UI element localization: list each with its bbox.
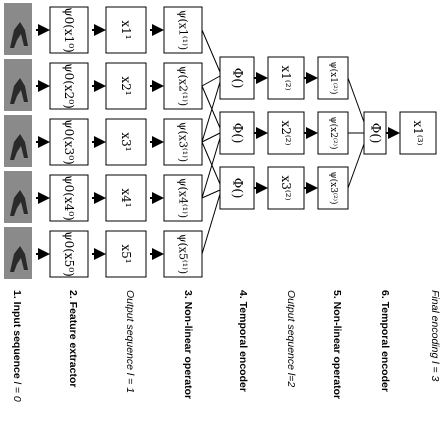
phi2-node-2 — [219, 111, 255, 155]
x3-text: x1⁽³⁾ — [411, 120, 425, 145]
x3-node — [399, 111, 437, 155]
phi3-node — [363, 111, 387, 155]
psi1-node-1 — [163, 6, 203, 54]
label-input-sequence: 1. Input sequence l = 0 — [11, 290, 23, 402]
psi1-text-2: ψ(x2⁽¹⁾) — [177, 66, 190, 106]
x1-node-5 — [105, 230, 147, 278]
x1-boxes — [105, 6, 147, 278]
psi2-node-3 — [317, 166, 349, 210]
psi1-node-4 — [163, 174, 203, 222]
psi0-text-2: ψ0(x2⁰) — [62, 63, 76, 109]
psi0-boxes — [49, 6, 89, 278]
x1-text-2: x2¹ — [119, 76, 133, 95]
label-temporal-1: 4. Temporal encoder — [237, 290, 249, 392]
psi2-node-2 — [317, 111, 349, 155]
psi1-text-4: ψ(x4⁽¹⁾) — [177, 178, 190, 218]
phi2-text-2: Φ() — [230, 123, 245, 144]
label-nonlinear-2: 5. Non-linear operator — [331, 290, 343, 399]
phi2-text-3: Φ() — [230, 178, 245, 199]
psi0-text-1: ψ0(x1⁰) — [62, 7, 76, 53]
edges-level3 — [347, 77, 365, 189]
figure-silhouette-4 — [10, 190, 28, 216]
x1-node-4 — [105, 174, 147, 222]
psi2-text-3: ψ(x3⁽²⁾) — [328, 172, 339, 205]
psi2-node-1 — [317, 56, 349, 100]
figure-silhouette-3 — [10, 134, 28, 160]
psi0-node-4 — [49, 174, 89, 222]
x1-text-5: x5¹ — [119, 244, 133, 263]
x2-node-2 — [267, 111, 305, 155]
psi0-text-5: ψ0(x5⁰) — [62, 231, 76, 277]
label-output-l1: Output sequence l = 1 — [124, 290, 136, 393]
x1-node-3 — [105, 118, 147, 166]
psi1-node-5 — [163, 230, 203, 278]
column-labels: 1. Input sequence l = 0 2. Feature extra… — [11, 290, 441, 402]
psi0-text-4: ψ0(x4⁰) — [62, 175, 76, 221]
figure-silhouette-5 — [10, 246, 28, 272]
node-texts: ψ0(x1⁰) ψ0(x2⁰) ψ0(x3⁰) ψ0(x4⁰) ψ0(x5⁰) … — [62, 7, 425, 277]
psi1-node-3 — [163, 118, 203, 166]
x1-node-2 — [105, 62, 147, 110]
psi1-text-3: ψ(x3⁽¹⁾) — [177, 122, 190, 162]
figure-silhouette-2 — [10, 78, 28, 104]
psi0-node-3 — [49, 118, 89, 166]
figure-silhouette-1 — [10, 22, 28, 48]
psi1-boxes — [163, 6, 203, 278]
phi2-boxes — [219, 56, 255, 210]
x2-node-3 — [267, 166, 305, 210]
psi2-boxes — [317, 56, 349, 210]
psi1-text-1: ψ(x1⁽¹⁾) — [177, 10, 190, 50]
phi3-text: Φ() — [368, 123, 383, 144]
psi0-node-5 — [49, 230, 89, 278]
label-temporal-2: 6. Temporal encoder — [379, 290, 391, 392]
edges-level2 — [201, 29, 221, 255]
x2-node-1 — [267, 56, 305, 100]
phi2-text-1: Φ() — [230, 68, 245, 89]
psi0-node-2 — [49, 62, 89, 110]
x1-text-4: x4¹ — [119, 188, 133, 207]
psi0-text-3: ψ0(x3⁰) — [62, 119, 76, 165]
x1-node-1 — [105, 6, 147, 54]
label-output-l2: Output sequence l=2 — [285, 290, 297, 387]
x2-text-3: x3⁽²⁾ — [279, 175, 293, 200]
psi2-text-1: ψ(x1⁽²⁾) — [328, 62, 339, 95]
x2-boxes — [267, 56, 305, 210]
x2-text-2: x2⁽²⁾ — [279, 120, 293, 145]
phi2-node-3 — [219, 166, 255, 210]
label-final-encoding: Final encoding l = 3 — [429, 290, 441, 382]
frames-group — [4, 3, 32, 279]
psi1-text-5: ψ(x5⁽¹⁾) — [177, 234, 190, 274]
x1-text-3: x3¹ — [119, 132, 133, 151]
label-nonlinear-1: 3. Non-linear operator — [182, 290, 194, 399]
psi0-node-1 — [49, 6, 89, 54]
phi2-node-1 — [219, 56, 255, 100]
x2-text-1: x1⁽²⁾ — [279, 65, 293, 90]
label-feature-extractor: 2. Feature extractor — [67, 290, 79, 387]
x1-text-1: x1¹ — [119, 20, 133, 39]
psi2-text-2: ψ(x2⁽²⁾) — [328, 117, 339, 150]
arrows-group — [36, 24, 400, 260]
psi1-node-2 — [163, 62, 203, 110]
